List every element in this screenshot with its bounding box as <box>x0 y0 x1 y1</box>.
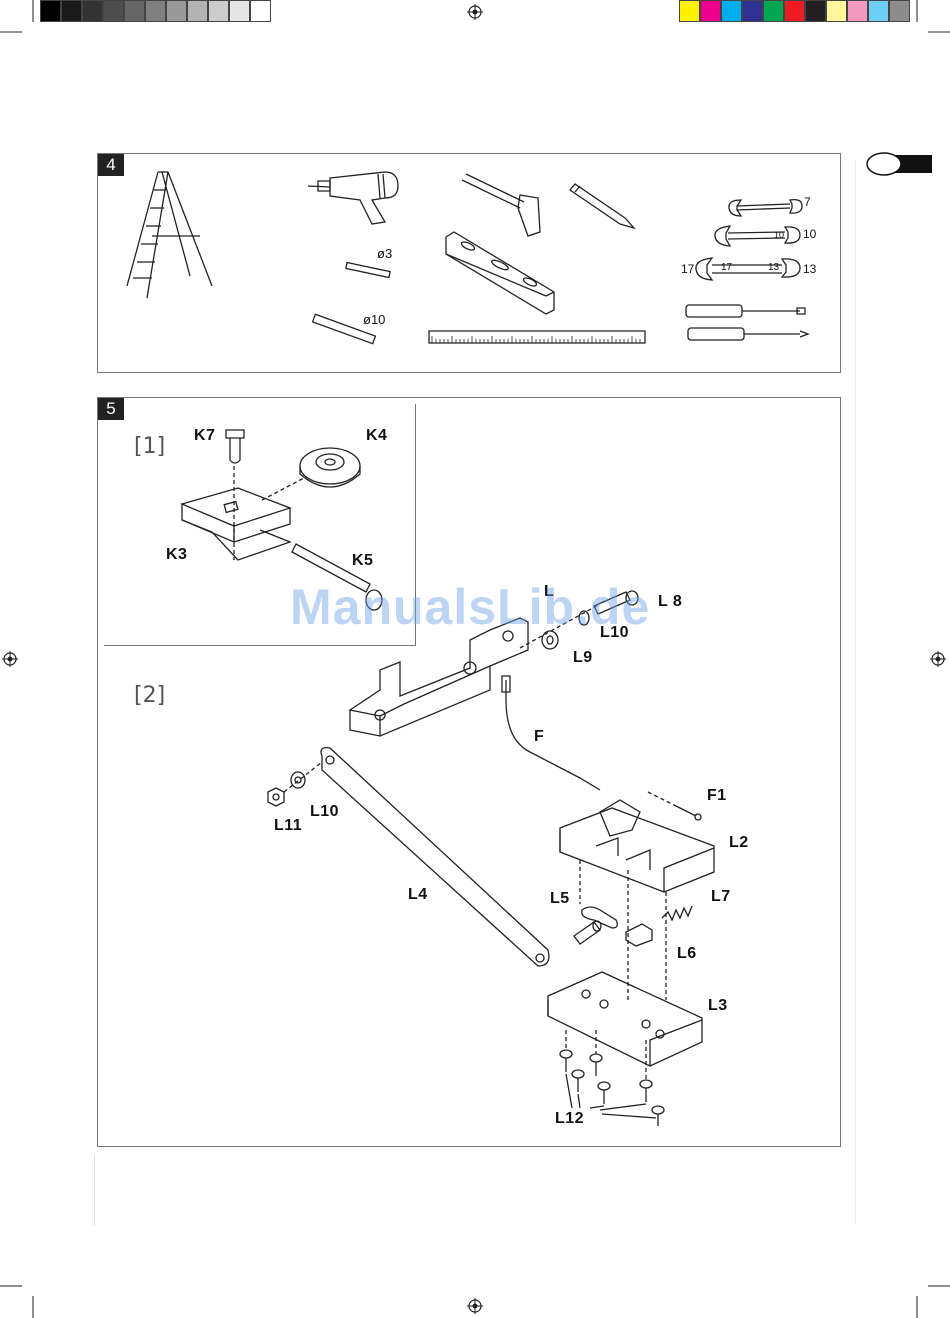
part-label-l9: L9 <box>573 649 593 667</box>
nut-l11-icon <box>268 788 284 806</box>
cable-f-icon <box>502 676 600 790</box>
part-label-l3: L3 <box>708 997 728 1015</box>
bolt-k7-icon <box>226 430 244 463</box>
part-label-l11: L11 <box>274 817 302 835</box>
part-label-l6: L6 <box>677 945 697 963</box>
lever-icon <box>582 907 618 928</box>
part-label-l2: L2 <box>729 834 749 852</box>
washer-l10-icon <box>291 772 305 788</box>
pin-f1-icon <box>676 806 701 820</box>
part-label-l7: L7 <box>711 888 731 906</box>
pulley-k4-icon <box>300 448 360 487</box>
part-label-f: F <box>534 728 544 746</box>
part-label-l8: L 8 <box>658 593 682 611</box>
arm-l4-icon <box>321 748 549 966</box>
part-label-k7: K7 <box>194 427 215 445</box>
bracket-k3-icon <box>182 488 290 560</box>
part-label-k3: K3 <box>166 546 187 564</box>
pin-l5-icon <box>574 921 601 944</box>
part-label-k5: K5 <box>352 552 373 570</box>
block-l6-icon <box>626 924 652 946</box>
part-label-k4: K4 <box>366 427 387 445</box>
part-label-l12: L12 <box>555 1110 584 1128</box>
part-label-l5: L5 <box>550 890 570 908</box>
part-label-l4: L4 <box>408 886 428 904</box>
part-label-l10: L10 <box>310 803 339 821</box>
part-label-f1: F1 <box>707 787 727 805</box>
watermark: ManualsLib.de <box>290 578 650 636</box>
